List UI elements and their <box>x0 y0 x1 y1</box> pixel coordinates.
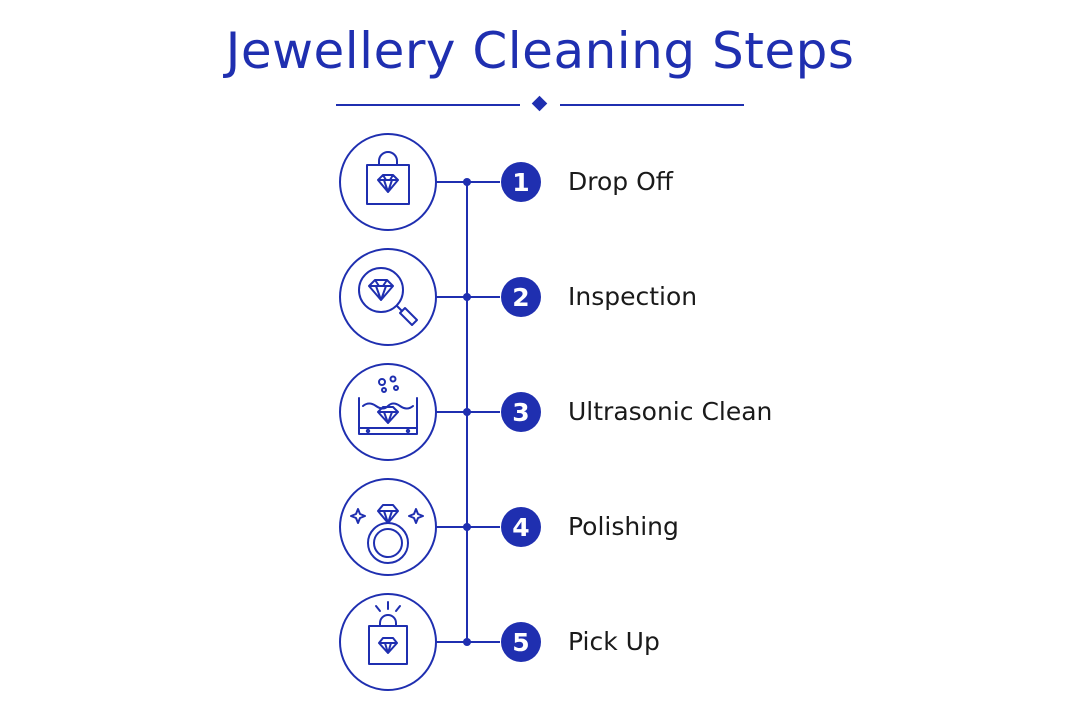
step-number-badge <box>501 622 541 662</box>
sparkling-ring-icon <box>350 504 424 564</box>
step-number: 1 <box>512 168 529 197</box>
step-number: 5 <box>512 628 529 657</box>
shopping-bag-diamond-icon <box>366 151 410 205</box>
step-icon-circle <box>339 248 437 346</box>
step-label-polishing: Polishing <box>568 512 679 541</box>
step-number: 2 <box>512 283 529 312</box>
step-1: 1 <box>339 133 541 231</box>
step-label-ultrasonic-clean: Ultrasonic Clean <box>568 397 773 426</box>
step-number: 4 <box>512 513 529 542</box>
step-label-drop-off: Drop Off <box>568 167 673 196</box>
magnifier-diamond-icon <box>358 267 418 326</box>
step-number-badge <box>501 277 541 317</box>
step-node <box>463 178 471 186</box>
step-number-badge <box>501 392 541 432</box>
step-5: 5 <box>339 593 541 691</box>
step-2: 2 <box>339 248 541 346</box>
step-3: 3 <box>339 363 541 461</box>
step-node <box>463 638 471 646</box>
step-label-inspection: Inspection <box>568 282 698 311</box>
step-node <box>463 293 471 301</box>
step-node <box>463 408 471 416</box>
ultrasonic-tank-icon <box>358 375 418 435</box>
step-number: 3 <box>512 398 529 427</box>
step-label-pick-up: Pick Up <box>568 627 660 656</box>
step-node <box>463 523 471 531</box>
step-4: 4 <box>339 478 541 576</box>
step-number-badge <box>501 162 541 202</box>
step-icon-circle <box>339 478 437 576</box>
page-title: Jewellery Cleaning Steps <box>225 22 855 80</box>
title-divider-left <box>336 104 520 106</box>
title-divider-right <box>560 104 744 106</box>
step-icon-circle <box>339 133 437 231</box>
step-number-badge <box>501 507 541 547</box>
bag-ready-icon <box>368 601 408 665</box>
